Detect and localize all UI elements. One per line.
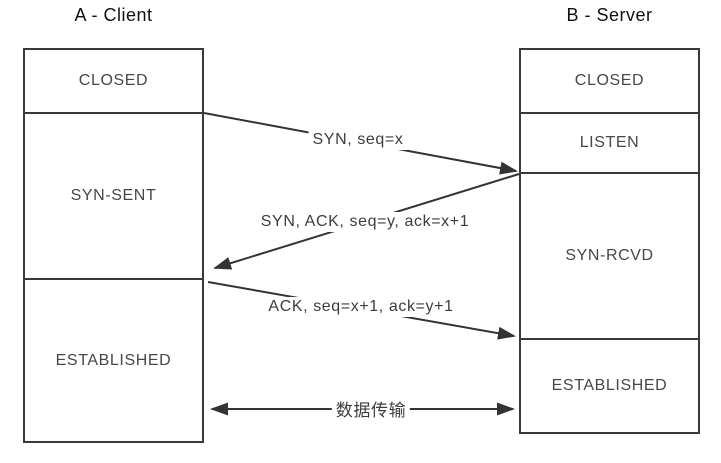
state-label: CLOSED: [574, 72, 645, 89]
state-label: SYN-RCVD: [565, 247, 654, 264]
state-label: SYN-SENT: [70, 187, 157, 204]
state-label: ESTABLISHED: [551, 377, 668, 394]
server-title: B - Server: [566, 5, 653, 25]
client-state-box: CLOSED SYN-SENT ESTABLISHED: [23, 48, 204, 443]
server-state-box: CLOSED LISTEN SYN-RCVD ESTABLISHED: [519, 48, 700, 434]
data-transfer-label: 数据传输: [331, 395, 411, 422]
client-state-closed: CLOSED: [25, 50, 202, 112]
state-label: LISTEN: [579, 134, 640, 151]
server-state-syn-rcvd: SYN-RCVD: [521, 172, 698, 338]
server-state-listen: LISTEN: [521, 112, 698, 172]
client-state-established: ESTABLISHED: [25, 278, 202, 441]
client-title: A - Client: [74, 5, 153, 25]
state-label: ESTABLISHED: [55, 351, 172, 369]
server-state-established: ESTABLISHED: [521, 338, 698, 432]
ack-message-label: ACK, seq=x+1, ack=y+1: [264, 297, 458, 317]
server-state-closed: CLOSED: [521, 50, 698, 112]
client-state-syn-sent: SYN-SENT: [25, 112, 202, 278]
syn-ack-message-label: SYN, ACK, seq=y, ack=x+1: [256, 212, 474, 232]
state-label: CLOSED: [78, 72, 149, 89]
syn-message-label: SYN, seq=x: [308, 130, 408, 150]
